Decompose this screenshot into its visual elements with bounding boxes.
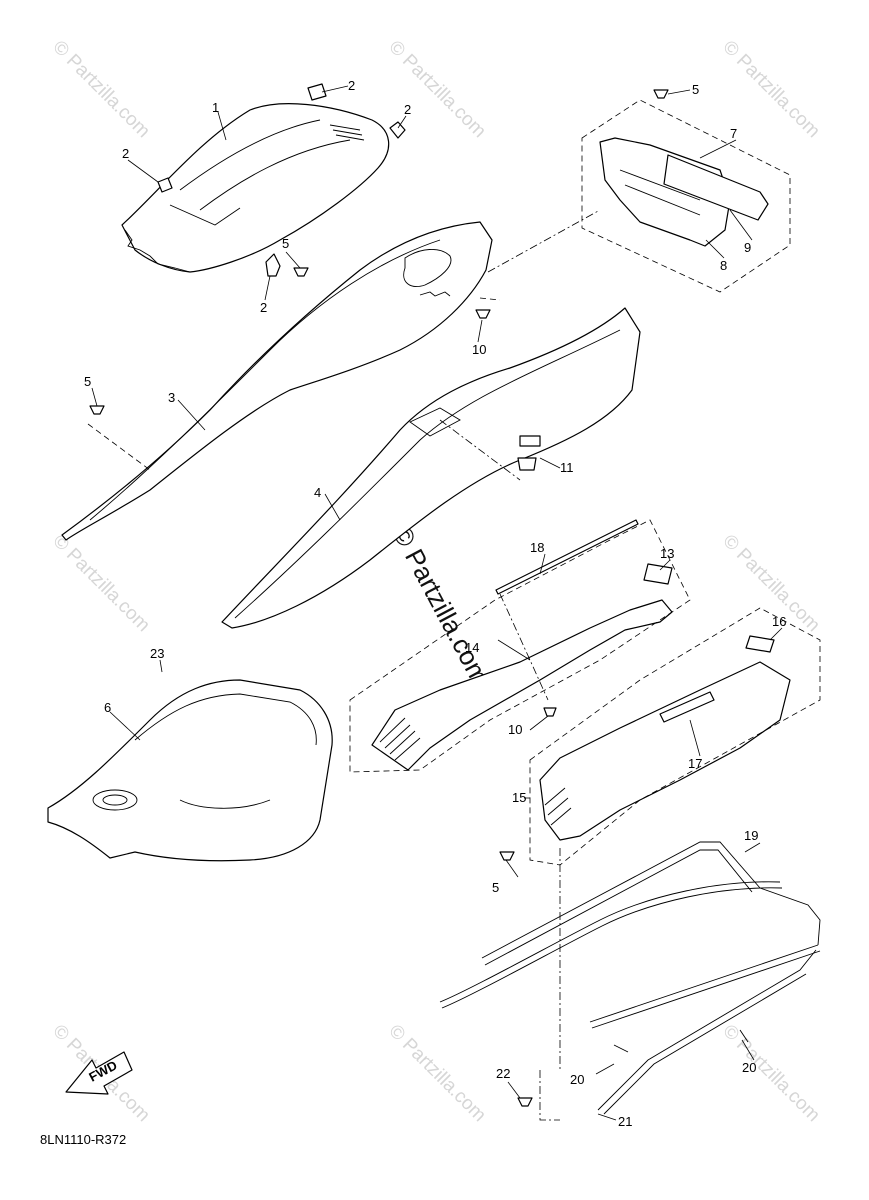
callout-15: 15 — [512, 790, 526, 805]
fasteners — [89, 89, 749, 1107]
callout-labels: 1 2 2 2 2 3 4 5 5 5 5 6 7 8 9 10 10 11 1… — [84, 78, 786, 1129]
watermark-ml: © Partzilla.com — [48, 531, 153, 636]
callout-7: 7 — [730, 126, 737, 141]
callout-20b: 20 — [742, 1060, 756, 1075]
watermark-center: © Partzilla.com — [387, 521, 496, 690]
part-4-side-panel — [221, 307, 641, 629]
callout-17: 17 — [688, 756, 702, 771]
callout-20a: 20 — [570, 1072, 584, 1087]
watermark-tl: © Partzilla.com — [48, 37, 153, 142]
callout-14: 14 — [465, 640, 479, 655]
callout-1: 1 — [212, 100, 219, 115]
callout-22: 22 — [496, 1066, 510, 1081]
group-outlines — [87, 99, 821, 1121]
callout-4: 4 — [314, 485, 321, 500]
callout-leaders — [91, 85, 783, 1121]
callout-11: 11 — [560, 460, 574, 475]
part-15-lower-panel — [539, 635, 791, 841]
callout-18: 18 — [530, 540, 544, 555]
part-3-side-rail — [61, 221, 493, 541]
callout-5b: 5 — [282, 236, 289, 251]
callout-21: 21 — [618, 1114, 632, 1129]
callout-5d: 5 — [492, 880, 499, 895]
callout-2a: 2 — [348, 78, 355, 93]
callout-8: 8 — [720, 258, 727, 273]
watermark-bc: © Partzilla.com — [384, 1021, 489, 1126]
callout-2d: 2 — [260, 300, 267, 315]
callout-9: 9 — [744, 240, 751, 255]
part-2-clips — [157, 83, 406, 277]
callout-6: 6 — [104, 700, 111, 715]
callout-2b: 2 — [404, 102, 411, 117]
callout-10a: 10 — [472, 342, 486, 357]
callout-5c: 5 — [84, 374, 91, 389]
part-19-rail-bar — [439, 841, 821, 1115]
part-6-storage-box — [47, 679, 333, 862]
diagram-code: 8LN1110-R372 — [40, 1132, 126, 1147]
callout-16: 16 — [772, 614, 786, 629]
callout-13: 13 — [660, 546, 674, 561]
callout-10b: 10 — [508, 722, 522, 737]
part-1-cover — [121, 103, 390, 273]
callout-2c: 2 — [122, 146, 129, 161]
callout-5a: 5 — [692, 82, 699, 97]
callout-23: 23 — [150, 646, 164, 661]
callout-3: 3 — [168, 390, 175, 405]
watermark-br: © Partzilla.com — [718, 1021, 823, 1126]
part-14-rear-panel — [371, 519, 673, 771]
fwd-arrow: FWD — [65, 1051, 133, 1095]
part-7-8-9-group — [599, 137, 769, 247]
callout-19: 19 — [744, 828, 758, 843]
